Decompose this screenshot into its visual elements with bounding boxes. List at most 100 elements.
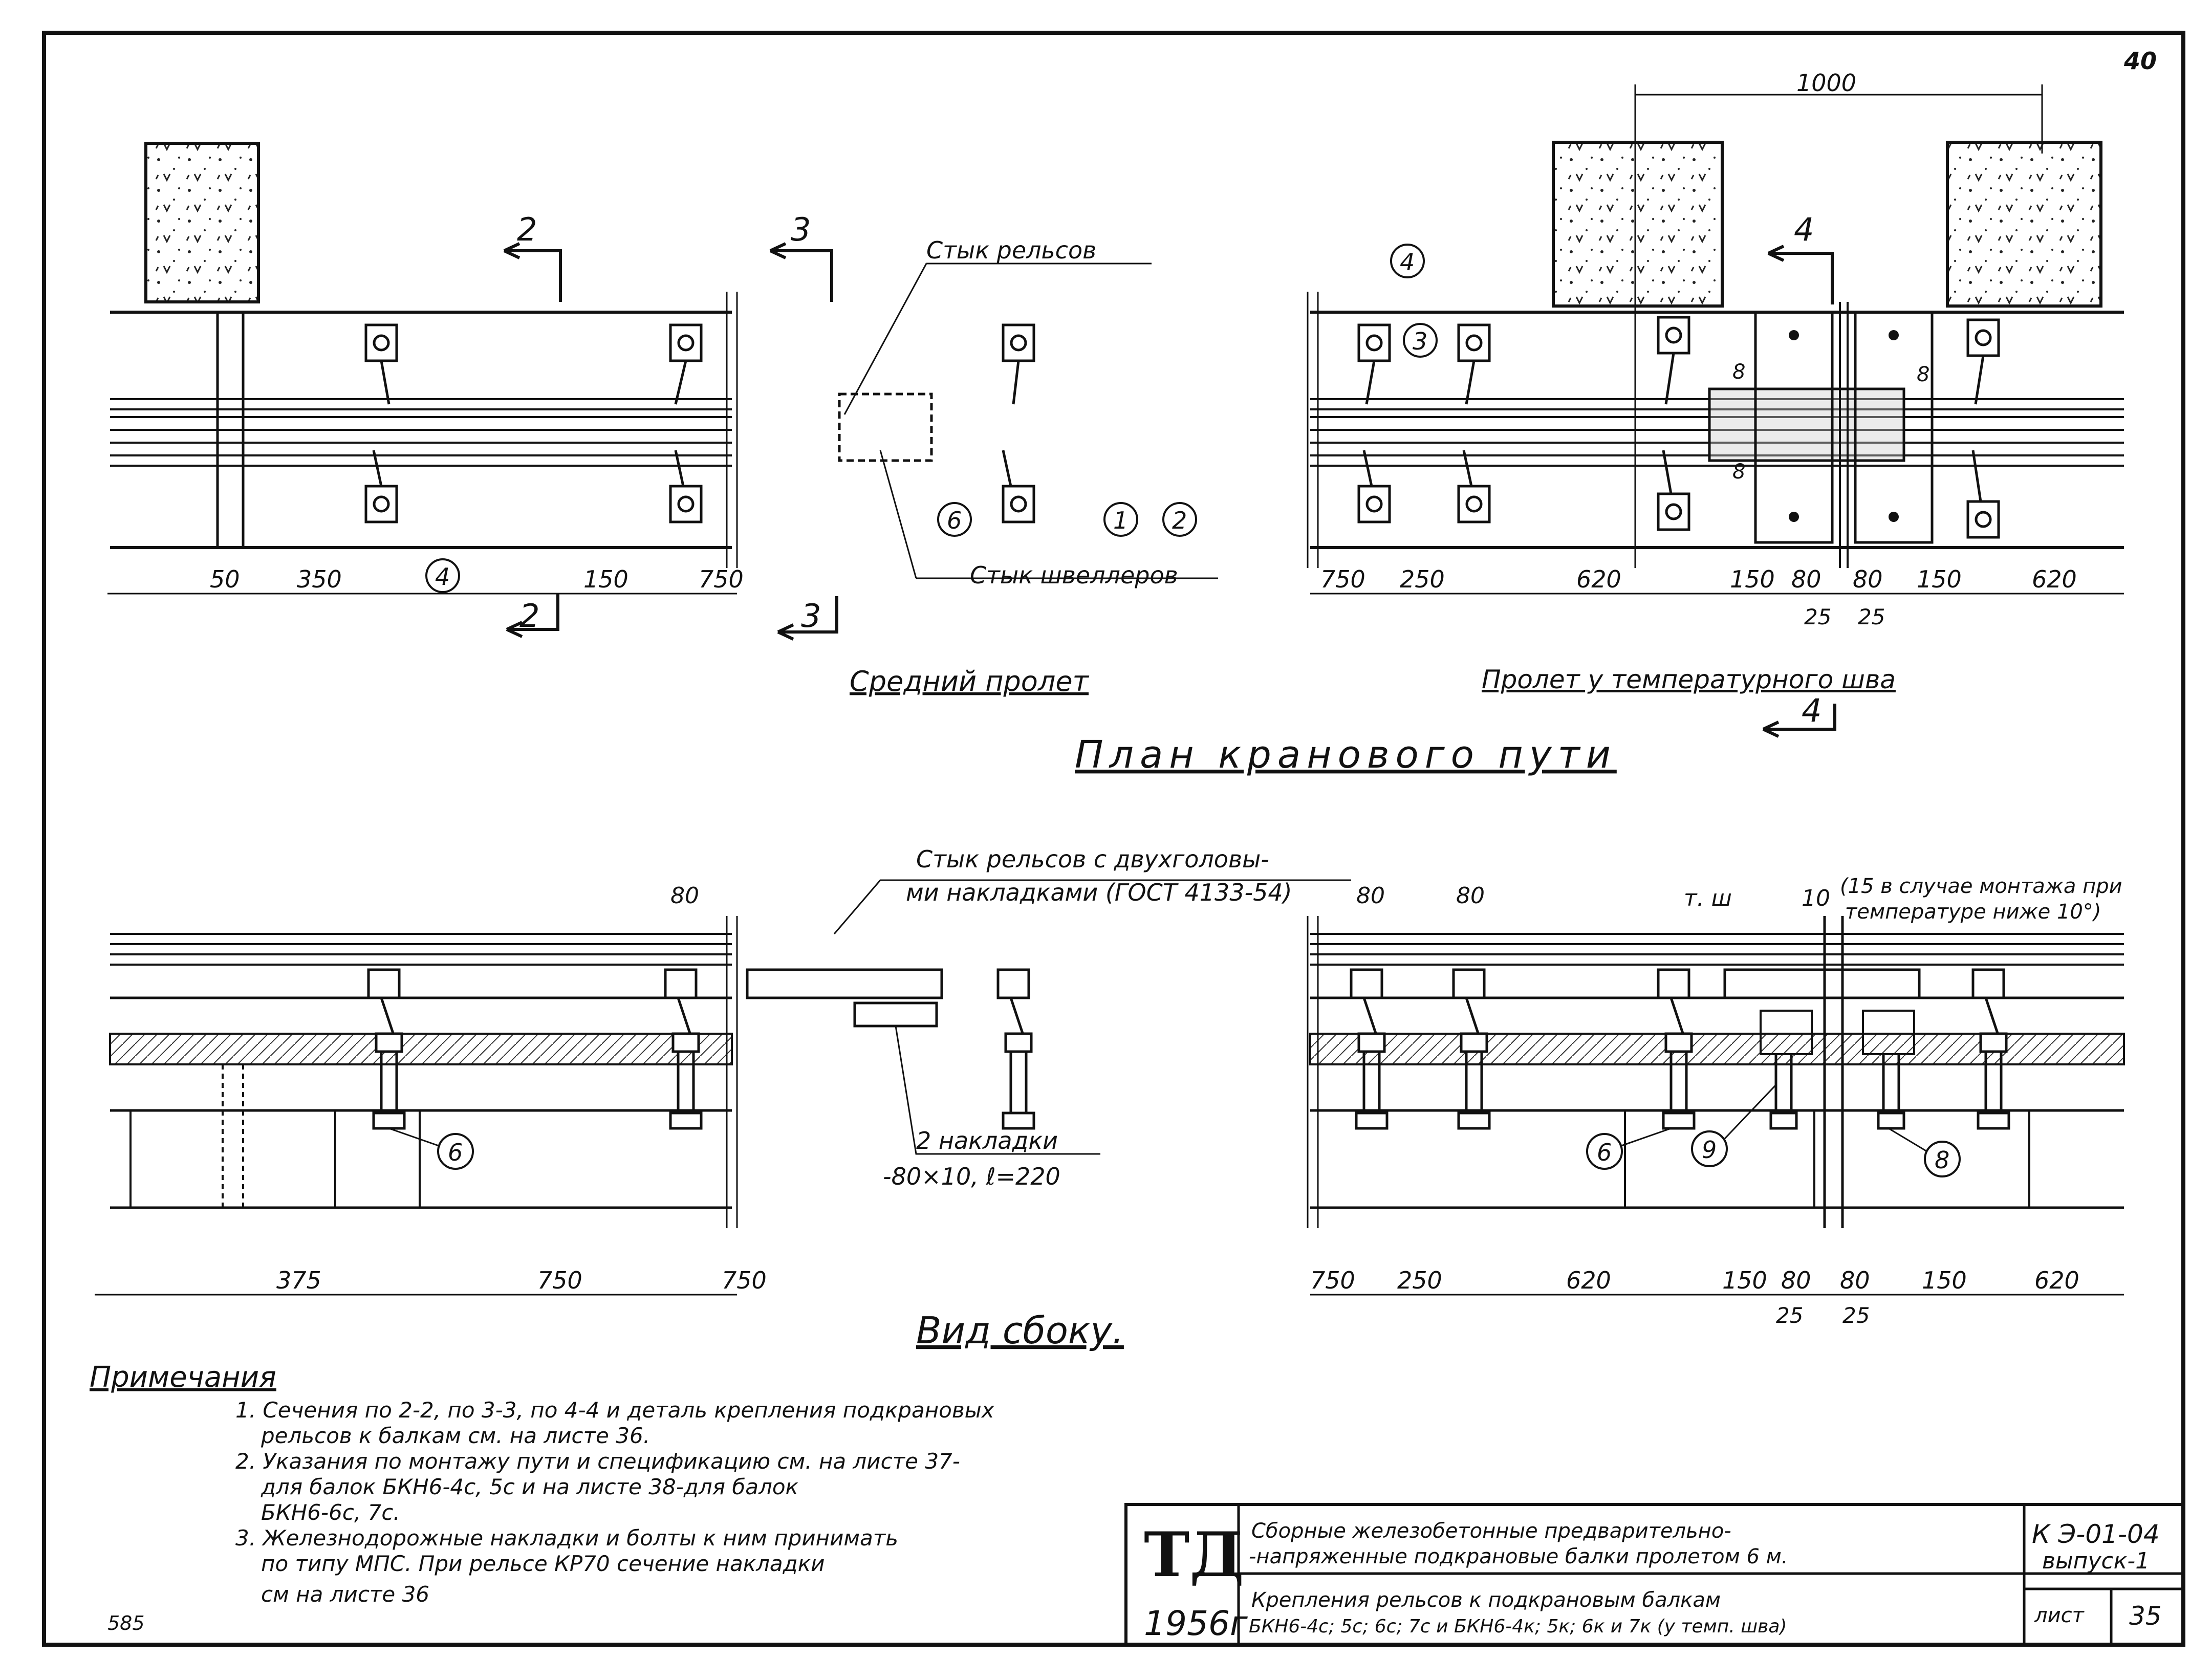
section-3-bottom: 3 (801, 597, 821, 635)
label-tsh: т. ш (1684, 885, 1732, 911)
dim-side-750b: 750 (722, 1267, 767, 1294)
label-side-joint-2: ми накладками (ГОСТ 4133-54) (906, 879, 1292, 906)
dim-side-gap-b: 25 (1842, 1303, 1870, 1328)
callout-plan-4a: 4 (435, 563, 450, 591)
leader-plates (895, 1026, 1100, 1155)
label-10: 10 (1802, 885, 1830, 911)
dim-side-750a: 750 (537, 1267, 582, 1294)
callout-plan-6: 6 (947, 507, 962, 534)
label-side-joint-1: Стык рельсов с двухголовы- (916, 845, 1269, 873)
dim-1000-text: 1000 (1796, 69, 1856, 97)
dim-plan-r4: 80 (1791, 565, 1821, 593)
dim-side-r7: 620 (2034, 1267, 2079, 1294)
sheet-border (42, 31, 2185, 1647)
side-callout-leaders (388, 1084, 1927, 1152)
sheet-number: 35 (2129, 1601, 2162, 1631)
beam-edges (110, 311, 2124, 549)
section-4-bottom: 4 (1802, 692, 1821, 729)
title-block: ТД 1956г Сборные железобетонные предвари… (1124, 1503, 2185, 1646)
plan-view: 2 2 3 3 4 4 1000 Стык рельсов Стык швелл… (107, 69, 2124, 777)
note-line-7: по типу МПС. При рельсе КР70 сечение нак… (261, 1551, 825, 1576)
dim-side-80b: 80 (1356, 883, 1385, 909)
side-slab-left (109, 1033, 733, 1065)
code-line-1: К Э-01-04 (2032, 1519, 2160, 1549)
expansion-plate-left (1754, 311, 1834, 544)
stamp-year: 1956г (1144, 1604, 1248, 1643)
side-joint-plate (746, 968, 943, 999)
side-beam-ribs (129, 1110, 2030, 1208)
stamp-td: ТД (1144, 1519, 1244, 1591)
note-line-5: БКН6-6с, 7с. (261, 1500, 400, 1525)
callout-circle (425, 558, 460, 593)
note-15-line1: (15 в случае монтажа при (1840, 875, 2122, 898)
page-number-top: 40 (2123, 47, 2157, 75)
side-title: Вид сбоку. (916, 1309, 1124, 1352)
leader-rail-joint (843, 263, 1152, 415)
callout-plan-8b: 8 (1732, 460, 1745, 484)
dim-side-375: 375 (276, 1267, 321, 1294)
note-line-8: см на листе 36 (261, 1582, 429, 1607)
side-bearing-left (1760, 1010, 1813, 1055)
caption-thermal-span: Пролет у температурного шва (1482, 665, 1896, 694)
dim-side-gap-a: 25 (1776, 1303, 1803, 1328)
dim-side-r5: 80 (1840, 1267, 1870, 1294)
side-view: Стык рельсов с двухголовы- ми накладками… (95, 845, 2125, 1352)
leader-side-joint (833, 879, 1351, 934)
label-rail-joint: Стык рельсов (926, 236, 1096, 264)
callout-side-6a: 6 (448, 1139, 463, 1166)
rail-clamps (364, 316, 2000, 539)
caption-middle-span: Средний пролет (850, 665, 1090, 697)
label-plates-1: 2 накладки (916, 1127, 1058, 1154)
dim-plan-350: 350 (297, 565, 342, 593)
callout-side-8: 8 (1935, 1146, 1949, 1174)
note-line-4: для балок БКН6-4с, 5с и на листе 38-для … (261, 1474, 799, 1499)
callout-plan-3: 3 (1413, 328, 1427, 355)
callout-plan-8a: 8 (1732, 360, 1745, 384)
note-line-3: 2. Указания по монтажу пути и спецификац… (235, 1449, 960, 1474)
section-4-top: 4 (1794, 211, 1814, 248)
side-bolts (367, 968, 2010, 1130)
callout-side-6b: 6 (1597, 1139, 1612, 1166)
rail-joint-plate (838, 392, 933, 462)
side-column (222, 1064, 244, 1208)
dim-plan-r5: 80 (1853, 565, 1883, 593)
side-break-lines (726, 916, 1319, 1228)
dim-side-r1: 250 (1397, 1267, 1442, 1294)
section-2-bottom: 2 (519, 597, 539, 635)
thermal-joint-zone (1708, 387, 1905, 462)
dim-plan-150: 150 (583, 565, 628, 593)
dim-side-r6: 150 (1922, 1267, 1967, 1294)
side-beam (110, 1109, 2124, 1209)
side-bearing-right (1862, 1010, 1915, 1055)
dimension-1000 (1634, 84, 2043, 568)
leader-channel-joint (879, 450, 1218, 579)
dim-plan-r0: 750 (1320, 565, 1365, 593)
column-concrete-2 (1552, 141, 1724, 308)
break-lines (726, 292, 1319, 568)
rail-lines (110, 398, 2124, 467)
dim-plan-r6: 150 (1917, 565, 1962, 593)
handwritten-corner: 585 (107, 1612, 145, 1634)
plan-title: План кранового пути (1075, 733, 1617, 777)
note-line-2: рельсов к балкам см. на листе 36. (261, 1423, 650, 1448)
dim-plan-r7: 620 (2032, 565, 2077, 593)
series-line-2: -напряженные подкрановые балки пролетом … (1249, 1545, 1788, 1568)
note-15-line2: температуре ниже 10°) (1845, 900, 2101, 924)
section-3-top: 3 (791, 211, 811, 248)
dim-side-r3: 150 (1722, 1267, 1767, 1294)
clamp (364, 323, 398, 523)
dim-side-r4: 80 (1781, 1267, 1811, 1294)
sheet-label: лист (2034, 1604, 2085, 1627)
callout-plan-1: 1 (1113, 507, 1128, 534)
dim-plan-750: 750 (699, 565, 744, 593)
callout-plan-8c: 8 (1917, 363, 1929, 386)
dim-plan-r3: 150 (1730, 565, 1775, 593)
dim-plan-r2: 620 (1576, 565, 1621, 593)
thermal-joint-line (1839, 302, 1849, 568)
callout-side-9: 9 (1702, 1136, 1717, 1164)
expansion-plate-right (1854, 311, 1934, 544)
note-line-1: 1. Сечения по 2-2, по 3-3, по 4-4 и дета… (235, 1398, 995, 1423)
section-marks (503, 242, 1836, 738)
dim-side-r0: 750 (1310, 1267, 1355, 1294)
